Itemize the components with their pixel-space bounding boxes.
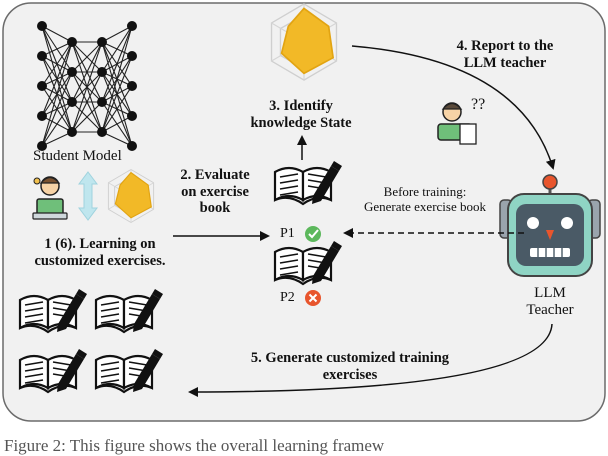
step3-label: 3. Identify knowledge State (226, 98, 376, 131)
llm-line1: LLM (534, 285, 566, 301)
student-icon (32, 176, 68, 220)
step2-line1: 2. Evaluate (180, 167, 250, 183)
neural-network-icon (37, 21, 137, 151)
before-line1: Before training: (383, 184, 467, 199)
arrow-report (351, 45, 556, 170)
step2-label: 2. Evaluate on exercise book (160, 167, 270, 217)
step1-line2: customized exercises. (34, 252, 166, 269)
step5-line2: exercises (322, 366, 378, 383)
step2-line2: on exercise (181, 183, 249, 200)
teacher-icon (437, 102, 477, 145)
student-model-label: Student Model (33, 148, 122, 164)
step5-line1: 5. Generate customized training (250, 350, 450, 366)
check-icon (305, 226, 321, 242)
step1-line1: 1 (6). Learning on (44, 236, 156, 252)
before-line2: Generate exercise book (364, 198, 486, 214)
step3-line2: knowledge State (250, 114, 352, 131)
updown-arrow-icon (78, 171, 98, 221)
step4-line1: 4. Report to the (456, 38, 554, 54)
step3-line1: 3. Identify (269, 98, 333, 114)
step5-label: 5. Generate customized training exercise… (200, 350, 500, 383)
step1-label: 1 (6). Learning on customized exercises. (10, 236, 190, 269)
llm-line2: Teacher (526, 302, 574, 319)
arrow-generate-exercises (188, 323, 553, 397)
step4-label: 4. Report to the LLM teacher (420, 38, 590, 71)
figure-caption: Figure 2: This figure shows the overall … (4, 436, 385, 455)
p1-label: P1 (280, 226, 295, 241)
cross-icon (305, 290, 321, 306)
p2-label: P2 (280, 290, 295, 305)
question-marks: ?? (471, 96, 486, 113)
robot-icon (499, 174, 601, 277)
llm-teacher-label: LLM Teacher (505, 285, 595, 320)
step2-line3: book (199, 200, 231, 217)
step4-line2: LLM teacher (463, 54, 547, 71)
before-training-label: Before training: Generate exercise book (340, 184, 510, 215)
